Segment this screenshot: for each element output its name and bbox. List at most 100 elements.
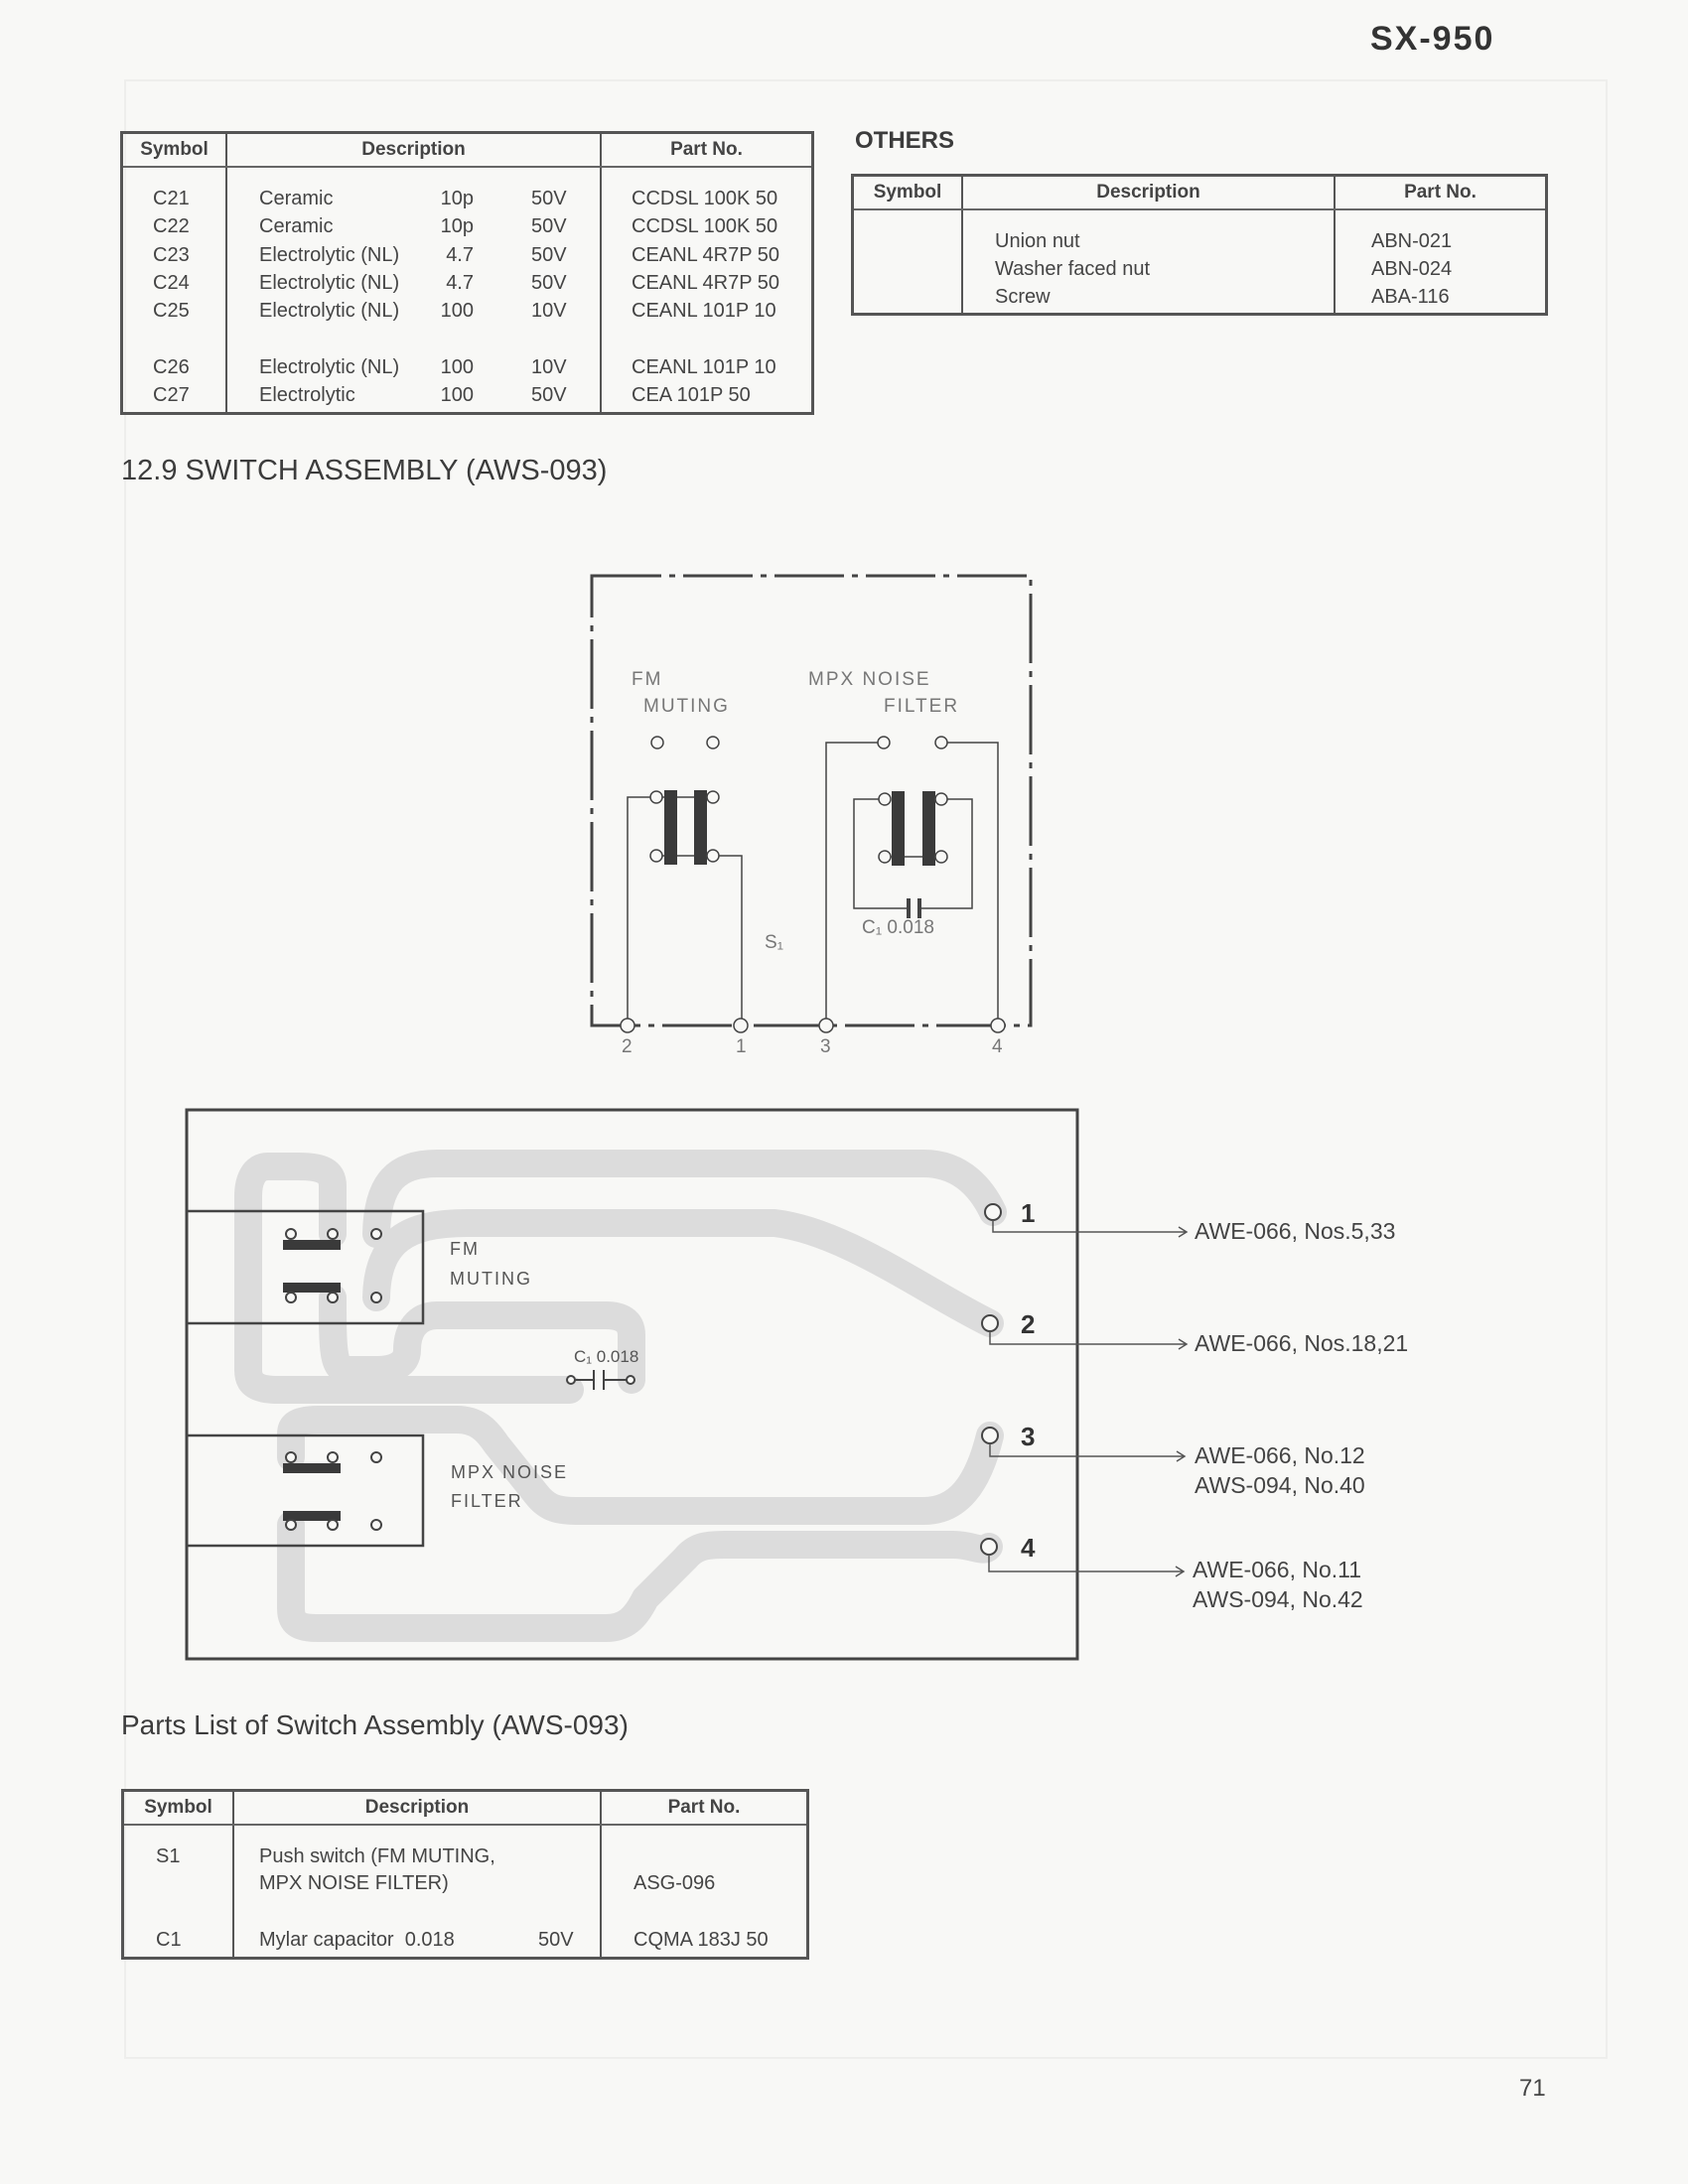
description-cell: Screw: [995, 286, 1051, 308]
parts-list-table: Symbol Description Part No. S1 C1 Push s…: [121, 1789, 809, 1960]
muting-label: MUTING: [643, 696, 730, 717]
terminal-label: 2: [622, 1036, 633, 1057]
others-title: OTHERS: [855, 127, 955, 154]
description-cell: Mylar capacitor 0.018: [259, 1929, 455, 1951]
pcb-terminal-number: 4: [1021, 1533, 1036, 1563]
symbol-cell: C23: [153, 244, 190, 266]
terminal-label: 1: [736, 1036, 747, 1057]
description-cell: Electrolytic (NL): [259, 356, 400, 378]
page-bleed-frame: [124, 79, 1608, 2059]
voltage-cell: 10V: [531, 300, 567, 322]
description-cell: Electrolytic (NL): [259, 272, 400, 294]
value-cell: 10p: [440, 188, 474, 209]
pcb-muting-label: MUTING: [450, 1269, 532, 1289]
symbol-cell: S1: [156, 1845, 181, 1867]
description-cell: Union nut: [995, 230, 1080, 252]
s1-label: S₁: [765, 932, 783, 953]
description-cell: Electrolytic (NL): [259, 244, 400, 266]
pcb-fm-label: FM: [450, 1239, 480, 1259]
pcb-terminal-number: 1: [1021, 1198, 1035, 1228]
pcb-terminal-number: 3: [1021, 1422, 1035, 1451]
capacitor-c1-symbol: [907, 898, 921, 918]
value-cell: 10p: [440, 215, 474, 237]
voltage-cell: 50V: [538, 1929, 574, 1951]
switch-schematic: FM MPX NOISE MUTING MPX NOISE FILTER C₁ …: [590, 574, 1033, 1057]
part-no-cell: ASG-096: [633, 1872, 716, 1894]
mpx-filter-switch-outline: [185, 1433, 425, 1548]
col-symbol: Symbol: [852, 175, 962, 210]
description-cell: Washer faced nut: [995, 258, 1151, 280]
symbol-cell: C27: [153, 384, 190, 406]
switch-terminals: [620, 736, 1006, 1033]
fm-muting-switch-outline: [185, 1209, 425, 1325]
part-no-cell: ABN-021: [1371, 230, 1453, 252]
voltage-cell: 50V: [531, 215, 567, 237]
col-description: Description: [232, 1790, 601, 1826]
description-cell: Push switch (FM MUTING,: [259, 1845, 495, 1867]
symbol-cell: C21: [153, 188, 190, 209]
description-cell: Electrolytic (NL): [259, 300, 400, 322]
part-no-cell: ABA-116: [1371, 286, 1450, 308]
col-symbol: Symbol: [122, 1790, 233, 1826]
connection-label: AWS-094, No.40: [1195, 1472, 1365, 1498]
part-no-cell: CQMA 183J 50: [633, 1929, 769, 1951]
schematic-wires: [627, 742, 999, 1025]
pcb-terminals: [980, 1203, 1002, 1556]
value-cell: 100: [440, 356, 474, 378]
page-number: 71: [1519, 2075, 1546, 2102]
col-part-no: Part No.: [600, 132, 813, 168]
section-title: 12.9 SWITCH ASSEMBLY (AWS-093): [121, 455, 608, 486]
symbol-cell: C1: [156, 1929, 182, 1951]
voltage-cell: 50V: [531, 244, 567, 266]
voltage-cell: 10V: [531, 356, 567, 378]
mpx-noise-label: MPX NOISE: [808, 669, 931, 690]
col-description: Description: [961, 175, 1335, 210]
connection-label: AWS-094, No.42: [1193, 1586, 1363, 1612]
connection-label: AWE-066, No.11: [1193, 1557, 1361, 1582]
description-cell: Ceramic: [259, 215, 334, 237]
part-no-cell: CCDSL 100K 50: [632, 215, 778, 237]
terminal-label: 3: [820, 1036, 831, 1057]
terminal-label: 4: [992, 1036, 1003, 1057]
value-cell: 100: [440, 384, 474, 406]
col-description: Description: [225, 132, 601, 168]
value-cell: 100: [440, 300, 474, 322]
symbol-cell: C25: [153, 300, 190, 322]
voltage-cell: 50V: [531, 188, 567, 209]
part-no-cell: CEANL 101P 10: [632, 356, 776, 378]
pcb-terminal-number: 2: [1021, 1309, 1035, 1339]
pcb-filter-label: FILTER: [451, 1491, 523, 1511]
model-header: SX-950: [1370, 20, 1495, 58]
col-symbol: Symbol: [121, 132, 226, 168]
symbol-cell: C22: [153, 215, 190, 237]
parts-list-title: Parts List of Switch Assembly (AWS-093): [121, 1709, 629, 1740]
col-part-no: Part No.: [600, 1790, 808, 1826]
connection-label: AWE-066, Nos.18,21: [1195, 1330, 1408, 1356]
table-header-row: Symbol Description Part No.: [121, 132, 813, 168]
filter-label: FILTER: [884, 696, 959, 717]
symbol-cell: C24: [153, 272, 190, 294]
pcb-switch-bars: [283, 1240, 341, 1521]
pcb-outline: [185, 1108, 1079, 1661]
pcb-pads: [285, 1228, 635, 1531]
col-part-no: Part No.: [1334, 175, 1547, 210]
part-no-cell: CEANL 4R7P 50: [632, 272, 779, 294]
part-no-cell: CEANL 4R7P 50: [632, 244, 779, 266]
description-cell: Ceramic: [259, 188, 334, 209]
pcb-traces: [234, 1150, 1007, 1642]
pcb-c1-label: C₁ 0.018: [574, 1347, 638, 1366]
value-cell: 4.7: [446, 272, 474, 294]
voltage-cell: 50V: [531, 384, 567, 406]
part-no-cell: CCDSL 100K 50: [632, 188, 778, 209]
pcb-mpx-noise-label: MPX NOISE: [451, 1462, 568, 1482]
pcb-layout: FM MUTING MPX NOISE FILTER C₁ 0.018 1 2 …: [185, 1108, 1408, 1661]
description-cell: MPX NOISE FILTER): [259, 1872, 449, 1894]
pcb-capacitor-c1: [575, 1370, 627, 1390]
switch-contact-bars: [664, 790, 935, 866]
schematic-boundary: [590, 574, 1033, 1027]
part-no-cell: CEANL 101P 10: [632, 300, 776, 322]
part-no-cell: CEA 101P 50: [632, 384, 751, 406]
value-cell: 4.7: [446, 244, 474, 266]
